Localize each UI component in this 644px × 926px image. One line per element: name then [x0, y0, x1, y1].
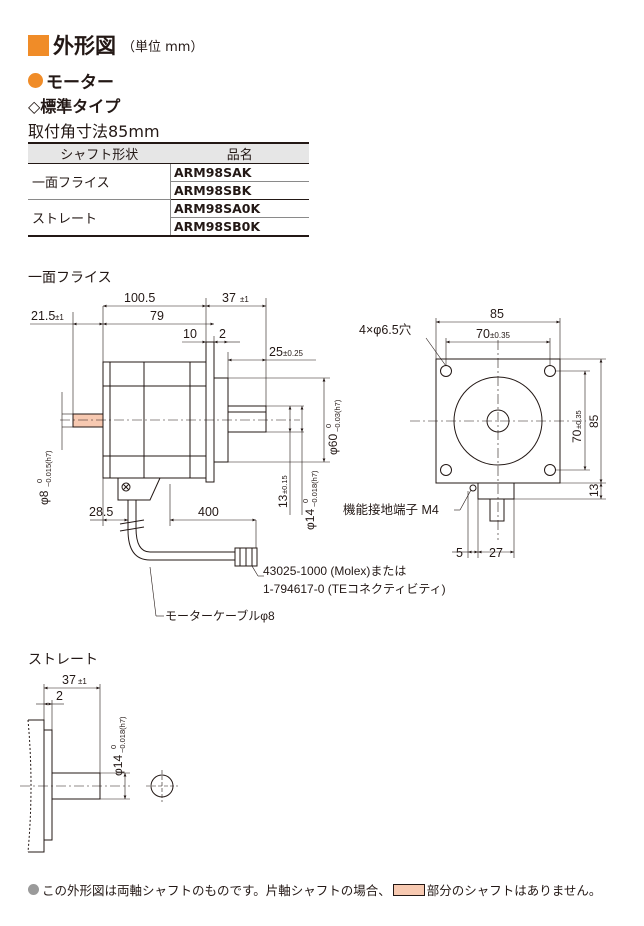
- dim2-37-tol: ±1: [78, 677, 87, 686]
- drawing2-caption: ストレート: [28, 651, 98, 667]
- dim2-2: 2: [56, 689, 63, 703]
- dim-70-top: 70: [476, 327, 490, 341]
- dim-phi8-tol-hi: 0: [35, 479, 44, 483]
- dim-2: 2: [219, 327, 226, 341]
- dim-25-tol: ±0.25: [283, 349, 304, 358]
- dim-phi60-tol-hi: 0: [324, 424, 333, 428]
- motor-heading: モーター: [28, 68, 114, 93]
- dim-13-right-group: 13: [587, 483, 601, 497]
- shaft-type-cell: ストレート: [28, 199, 171, 237]
- orange-dot-icon: [28, 73, 43, 88]
- dim-28-5: 28.5: [89, 505, 113, 519]
- dim-25: 25: [269, 345, 283, 359]
- dim-70-right: 70: [570, 429, 584, 443]
- shaft-type-cell: 一面フライス: [28, 163, 171, 200]
- gray-dot-icon: [28, 884, 39, 895]
- connector-line1: 43025-1000 (Molex)または: [263, 564, 406, 578]
- dim-37: 37: [222, 291, 236, 305]
- table-row: ARM98SB0K: [28, 217, 309, 237]
- terminal-label: 機能接地端子 M4: [343, 502, 439, 517]
- dim2-phi14-tol-hi: 0: [109, 745, 118, 749]
- type-heading: ◇標準タイプ: [28, 97, 121, 116]
- dim-85-right-group: 85: [587, 414, 601, 428]
- dim-phi14-group: φ14 0 −0.018(h7): [301, 470, 319, 530]
- motor-heading-text: モーター: [46, 73, 114, 93]
- model-cell: ARM98SA0K: [170, 199, 309, 218]
- shaft-color-swatch: [392, 883, 425, 896]
- dim-79: 79: [150, 309, 164, 323]
- dim-70-right-tol: ±0.35: [574, 410, 583, 429]
- title-text: 外形図: [53, 34, 116, 58]
- mount-heading: 取付角寸法85mm: [28, 122, 160, 141]
- dim-21-5-tol: ±1: [55, 313, 64, 322]
- header-name: 品名: [170, 142, 309, 164]
- header-shaft: シャフト形状: [28, 142, 171, 164]
- footer-note: この外形図は両軸シャフトのものです。片軸シャフトの場合、 部分のシャフトはありま…: [28, 880, 601, 899]
- table-header-row: シャフト形状 品名: [28, 142, 309, 164]
- drawing1-caption: 一面フライス: [28, 269, 112, 285]
- drawing1-labels: 100.5 37 ±1 21.5 ±1 79 10 2 25 ±0.25 φ8 …: [31, 291, 446, 623]
- dim-phi8-tol-lo: −0.015(h7): [44, 450, 53, 487]
- connector-line2: 1-794617-0 (TEコネクティビティ): [263, 582, 446, 596]
- dim-400: 400: [198, 505, 219, 519]
- table-row: ストレート ARM98SA0K: [28, 199, 309, 237]
- dim-70-right-group: 70 ±0.35: [570, 410, 584, 443]
- dim-21-5: 21.5: [31, 309, 55, 323]
- model-table: シャフト形状 品名 一面フライス ARM98SAK ARM98SBK ストレート…: [28, 142, 309, 237]
- dim-phi8: φ8: [37, 490, 51, 505]
- dim-27: 27: [489, 546, 503, 560]
- dim-13-tol: ±0.15: [280, 475, 289, 494]
- dim-37-tol: ±1: [240, 295, 249, 304]
- front-dimension-lines: [410, 318, 606, 558]
- dim-85-top: 85: [490, 307, 504, 321]
- footer-note-b: 部分のシャフトはありません。: [426, 883, 602, 898]
- dim-100-5: 100.5: [124, 291, 155, 305]
- dim-13: 13: [276, 494, 290, 508]
- drawing2-labels: 37 ±1 2 φ14 0 −0.018(h7): [56, 673, 127, 776]
- drawing1-dimension-lines: [30, 298, 330, 617]
- model-cell: ARM98SBK: [170, 181, 309, 200]
- dim2-phi14-group: φ14 0 −0.018(h7): [109, 716, 127, 776]
- dim-5: 5: [456, 546, 463, 560]
- dim2-phi14: φ14: [111, 755, 125, 776]
- cable-label: モーターケーブルφ8: [165, 608, 275, 623]
- dim-70-top-tol: ±0.35: [490, 331, 511, 340]
- front-view-labels: 85 70 ±0.35 4×φ6.5穴 70 ±0.35 85 13 機能接地端…: [343, 307, 601, 560]
- dim-13-group: 13 ±0.15: [276, 475, 290, 508]
- straight-shaft-view: [20, 719, 178, 853]
- dim-phi14-tol-hi: 0: [301, 499, 310, 503]
- dim-13-right: 13: [587, 483, 601, 497]
- footer-note-a: この外形図は両軸シャフトのものです。片軸シャフトの場合、: [42, 883, 391, 898]
- holes-label: 4×φ6.5穴: [359, 322, 412, 337]
- dim-phi14: φ14: [303, 509, 317, 530]
- dim-phi60: φ60: [326, 434, 340, 455]
- unit-label: （単位 mm）: [122, 39, 204, 55]
- dim2-phi14-tol-lo: −0.018(h7): [118, 716, 127, 753]
- dim-85-right: 85: [587, 414, 601, 428]
- model-cell: ARM98SAK: [170, 163, 309, 182]
- dim-phi14-tol-lo: −0.018(h7): [310, 470, 319, 507]
- table-row: 一面フライス ARM98SAK: [28, 163, 309, 200]
- motor-side-view: [60, 341, 300, 567]
- orange-square-icon: [28, 34, 49, 56]
- section-title: 外形図 （単位 mm）: [28, 30, 203, 60]
- dim2-37: 37: [62, 673, 76, 687]
- dim-phi8-group: φ8 0 −0.015(h7): [35, 450, 53, 505]
- table-row: ARM98SBK: [28, 181, 309, 200]
- dim-phi60-group: φ60 0 −0.03(h7): [324, 399, 342, 455]
- drawing2-dimension-lines: [36, 684, 130, 800]
- model-cell: ARM98SB0K: [170, 217, 309, 237]
- dim-10: 10: [183, 327, 197, 341]
- dim-phi60-tol-lo: −0.03(h7): [333, 399, 342, 432]
